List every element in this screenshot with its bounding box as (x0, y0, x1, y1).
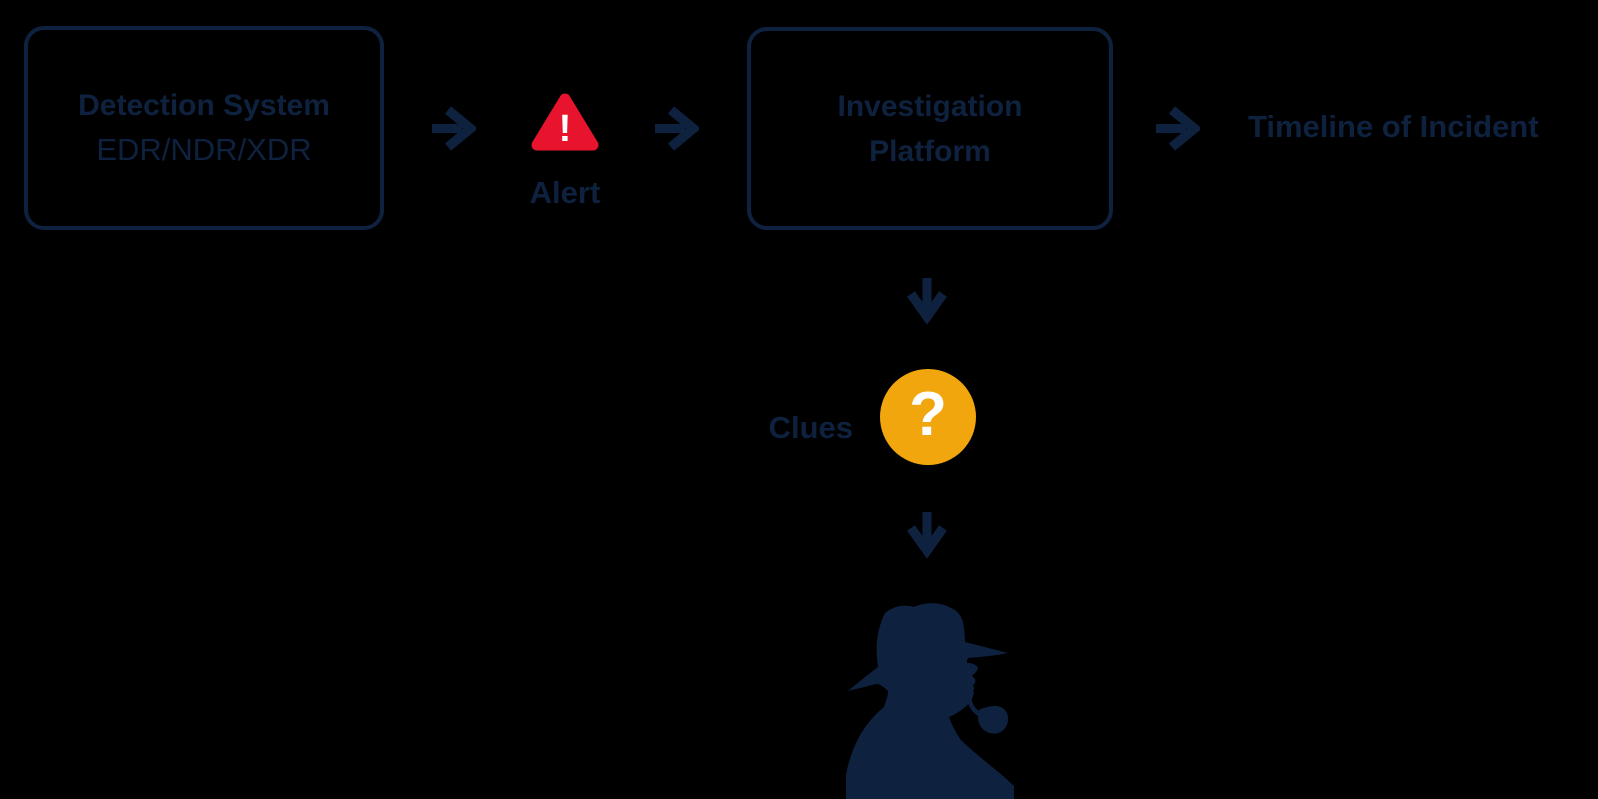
sherlock-holmes-silhouette (846, 603, 1014, 799)
detection-system-title: Detection System (78, 89, 330, 122)
investigation-platform-title: Investigation Platform (837, 89, 1023, 168)
arrow-down-icon (907, 278, 947, 325)
diagram-canvas: { "meta": { "width": 1598, "height": 775… (24, 26, 1539, 799)
arrow-right-icon (1156, 106, 1200, 151)
warning-exclamation-glyph: ! (559, 108, 572, 150)
warning-triangle-icon: ! (531, 93, 599, 151)
question-mark-circle-icon: ? (880, 369, 976, 465)
arrow-right-icon (655, 106, 699, 151)
timeline-of-incident-label: Timeline of Incident (1248, 109, 1539, 144)
clues-label: Clues (768, 410, 853, 445)
detection-system-subtitle: EDR/NDR/XDR (96, 132, 312, 167)
arrow-down-icon (907, 512, 947, 559)
question-mark-glyph: ? (909, 380, 947, 449)
alert-label: Alert (529, 175, 601, 210)
arrow-right-icon (432, 106, 476, 151)
detection-system-box: Detection System EDR/NDR/XDR (24, 26, 384, 230)
investigation-platform-box: Investigation Platform (747, 27, 1113, 230)
